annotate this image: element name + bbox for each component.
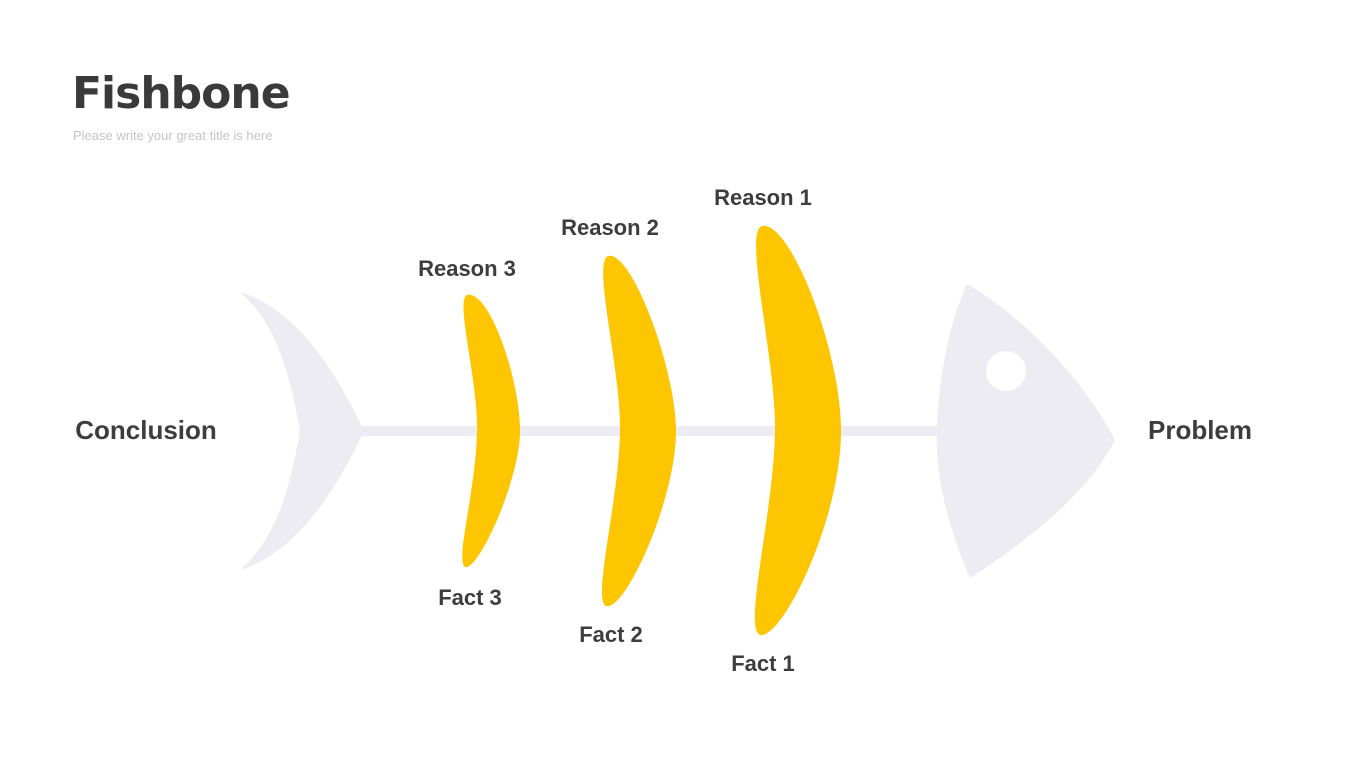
reason-3-label: Reason 3 xyxy=(418,256,516,281)
reason-1-label: Reason 1 xyxy=(714,185,812,210)
fish-eye xyxy=(986,351,1026,391)
fact-2-label: Fact 2 xyxy=(579,622,643,647)
page-title: Fishbone xyxy=(72,68,291,119)
page-subtitle: Please write your great title is here xyxy=(73,128,273,143)
reason-2-label: Reason 2 xyxy=(561,215,659,240)
fish-tail xyxy=(240,292,364,570)
head-label: Problem xyxy=(1147,415,1253,445)
bone-2 xyxy=(601,255,676,607)
fact-1-label: Fact 1 xyxy=(731,651,795,676)
bone-1 xyxy=(754,225,841,636)
tail-label: Conclusion xyxy=(75,415,217,445)
fish-head xyxy=(936,284,1115,578)
bone-3 xyxy=(462,294,520,568)
fact-3-label: Fact 3 xyxy=(438,585,502,610)
